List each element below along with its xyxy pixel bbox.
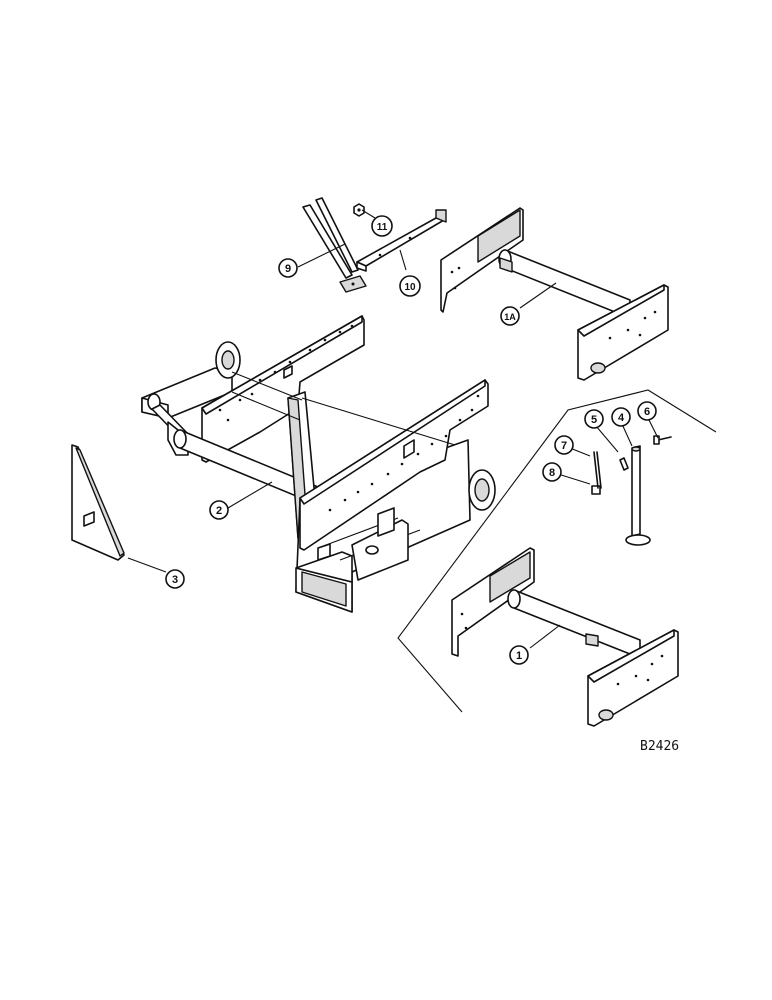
callout-1a-label: 1A <box>504 312 516 322</box>
axle-assembly-part-1a <box>440 207 669 381</box>
callout-3: 3 <box>165 569 185 589</box>
callout-11-label: 11 <box>377 222 388 233</box>
callout-5-label: 5 <box>591 414 597 426</box>
callout-2-label: 2 <box>216 505 222 517</box>
callout-6: 6 <box>637 401 657 421</box>
figure-code: B2426 <box>640 739 679 754</box>
callout-9-label: 9 <box>285 263 291 275</box>
callout-10-label: 10 <box>404 282 416 293</box>
gusset-plate-part-3 <box>71 444 125 561</box>
callout-6-label: 6 <box>644 406 650 418</box>
callout-8: 8 <box>542 462 562 482</box>
leader-lines <box>127 209 659 649</box>
callout-1: 1 <box>509 645 529 665</box>
callout-4-label: 4 <box>618 412 625 424</box>
callout-4: 4 <box>611 407 631 427</box>
support-struts-part-9 <box>302 197 367 293</box>
stand-hardware-parts-4-8 <box>591 435 672 546</box>
callout-7: 7 <box>554 435 574 455</box>
group-bracket-lines <box>397 389 717 713</box>
callout-1a: 1A <box>500 306 520 326</box>
bracket-bar-part-10 <box>356 209 447 272</box>
callout-11: 11 <box>371 215 393 237</box>
callout-10: 10 <box>399 275 421 297</box>
callout-3-label: 3 <box>172 574 178 586</box>
main-frame-part-2 <box>141 315 496 613</box>
callout-2: 2 <box>209 500 229 520</box>
callout-9: 9 <box>278 258 298 278</box>
callout-5: 5 <box>584 409 604 429</box>
callout-7-label: 7 <box>561 440 567 452</box>
axle-assembly-part-1 <box>451 547 679 727</box>
callout-8-label: 8 <box>549 467 555 479</box>
callout-1-label: 1 <box>516 650 522 662</box>
nut-part-11 <box>353 203 365 217</box>
